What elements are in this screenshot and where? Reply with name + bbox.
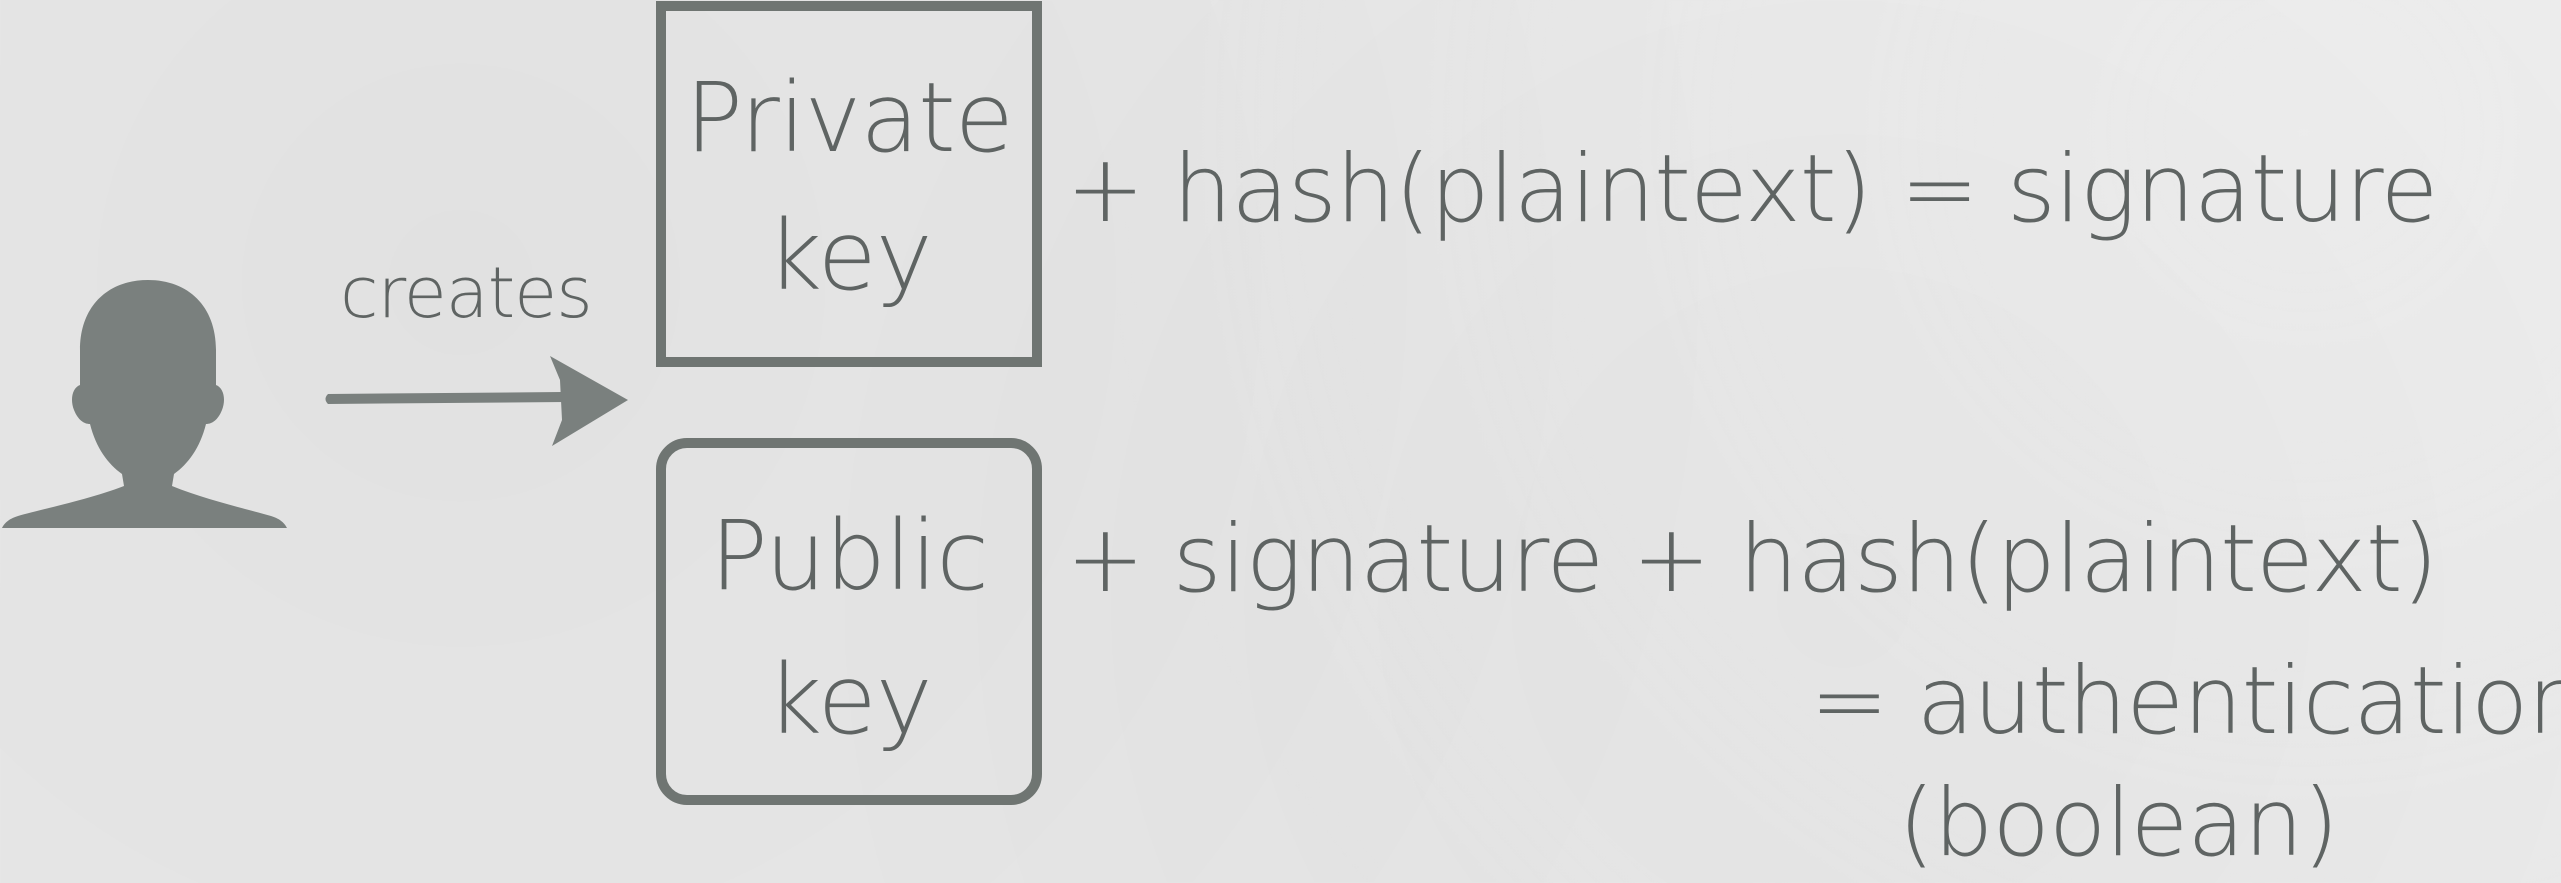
verification-formula-line3: (boolean): [1898, 769, 2339, 878]
public-key-label-line1: Public: [709, 500, 989, 612]
user-silhouette-icon: [2, 280, 287, 528]
arrow-right-icon: [325, 356, 628, 446]
verification-formula-line1: + signature + hash(plaintext): [1066, 505, 2438, 614]
private-key-box: [656, 1, 1042, 367]
creates-label: creates: [340, 252, 593, 334]
public-key-label-line2: key: [766, 644, 932, 756]
signing-formula: + hash(plaintext) = signature: [1066, 135, 2438, 244]
public-key-box: [656, 438, 1042, 805]
private-key-label-line1: Private: [685, 62, 1014, 174]
verification-formula-line2: = authentication: [1810, 647, 2561, 756]
private-key-label-line2: key: [766, 200, 932, 312]
